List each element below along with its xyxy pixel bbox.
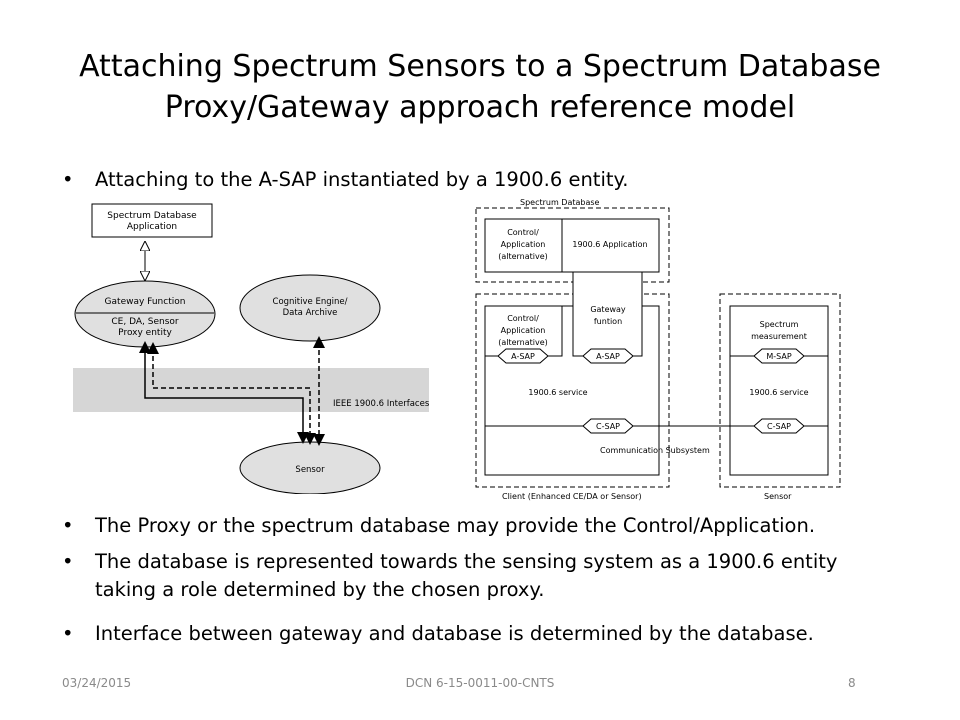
interfaces-band-label: IEEE 1900.6 Interfaces [333,399,430,409]
spectrum-meas-label-2: measurement [751,332,807,341]
db-ctrl-app-label-2: Application [501,240,546,249]
title-line-2: Proxy/Gateway approach reference model [164,90,796,125]
db-ctrl-app-label-3: (alternative) [498,252,548,261]
bullet-dot: • [62,168,74,191]
ce-label-2: Data Archive [283,308,338,318]
gateway-sensor-dashed-link [147,342,316,445]
ce-label-1: Cognitive Engine/ [273,297,348,307]
proxy-label-1: CE, DA, Sensor [111,317,178,327]
client-label: Client (Enhanced CE/DA or Sensor) [502,492,642,501]
client-service-label: 1900.6 service [528,388,587,397]
footer-page-number: 8 [848,676,856,690]
csap-label-client: C-SAP [596,422,620,431]
spectrum-db-app-box [91,203,213,238]
footer-dcn: DCN 6-15-0011-00-CNTS [405,676,555,690]
asap-hexagon-1 [497,348,549,364]
bullet-item: • Attaching to the A-SAP instantiated by… [62,166,628,194]
db-ctrl-app-box [484,218,563,273]
bullet-text: The database is represented towards the … [95,550,838,601]
client-ctrl-app-label-3: (alternative) [498,338,548,347]
spectrum-db-app-label-1: Spectrum Database [107,211,197,221]
left-reference-diagram: IEEE 1900.6 Interfaces Spectrum Database… [73,203,430,494]
sensor-service-label: 1900.6 service [749,388,808,397]
comm-subsystem-label: Communication Subsystem [600,446,710,455]
sensor-frame [719,293,841,488]
slide-title: Attaching Spectrum Sensors to a Spectrum… [40,46,920,128]
msap-hexagon [753,348,805,364]
csap-hexagon-client [582,418,634,434]
asap-label-1: A-SAP [511,352,535,361]
sensor-label: Sensor [295,465,325,475]
client-ctrl-app-label-1: Control/ [507,314,539,323]
csap-hexagon-sensor [753,418,805,434]
spectrum-measurement-box [729,305,829,357]
footer-date: 03/24/2015 [62,676,132,690]
bullet-dot: • [62,622,74,645]
spectrum-db-app-label-2: Application [127,222,177,232]
asap-hexagon-2 [582,348,634,364]
gateway-label-1: Gateway [590,305,626,314]
csap-label-sensor: C-SAP [767,422,791,431]
bullet-text: The Proxy or the spectrum database may p… [95,514,816,537]
right-reference-diagram: Spectrum Database Control/ Application (… [475,198,841,501]
bullet-dot: • [62,514,74,537]
gateway-label-2: funtion [594,317,622,326]
app-1900-6-label: 1900.6 Application [572,240,647,249]
bullet-text: Attaching to the A-SAP instantiated by a… [95,168,629,191]
client-ctrl-app-box [484,305,563,357]
spectrum-meas-label-1: Spectrum [760,320,799,329]
title-line-1: Attaching Spectrum Sensors to a Spectrum… [79,49,881,84]
bullet-item: • The database is represented towards th… [62,548,892,604]
msap-label: M-SAP [766,352,791,361]
spectrum-database-label: Spectrum Database [520,198,600,207]
app-1900-6-box [561,218,660,273]
bullet-text: Interface between gateway and database i… [95,622,814,645]
gateway-function-box [572,271,643,357]
proxy-label-2: Proxy entity [118,328,172,338]
asap-label-2: A-SAP [596,352,620,361]
bullet-dot: • [62,550,74,573]
gateway-function-label: Gateway Function [105,297,186,307]
cognitive-engine-ellipse [239,274,381,342]
client-ctrl-app-label-2: Application [501,326,546,335]
bullet-item: • The Proxy or the spectrum database may… [62,512,815,540]
db-ctrl-app-label-1: Control/ [507,228,539,237]
bullet-item: • Interface between gateway and database… [62,620,814,648]
sensor-frame-label: Sensor [764,492,792,501]
